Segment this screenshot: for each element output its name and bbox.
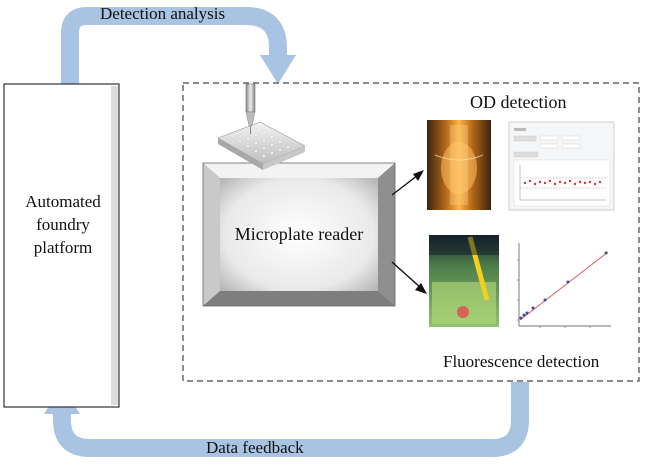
fluorescence-detection-label: Fluorescence detection	[443, 352, 600, 371]
fluorescence-curve-plot	[509, 235, 614, 332]
detection-analysis-arrow	[61, 7, 296, 85]
fluorescence-tube-photo	[429, 235, 499, 327]
od-tube-photo	[427, 120, 491, 210]
detection-region	[182, 82, 640, 382]
platform-label-line-3: platform	[33, 238, 93, 257]
pipette-icon	[245, 83, 256, 134]
od-software-screenshot	[508, 121, 615, 211]
reader-to-fluorescence-arrow	[391, 261, 427, 294]
platform-label-line-1: Automated	[25, 192, 101, 211]
microplate-reader-label: Microplate reader	[234, 224, 364, 244]
od-detection-label: OD detection	[470, 92, 567, 112]
data-feedback-label: Data feedback	[206, 438, 304, 457]
microplate-reader	[202, 162, 396, 307]
reader-to-od-arrow	[391, 170, 424, 196]
platform-box	[3, 83, 120, 408]
detection-analysis-label: Detection analysis	[100, 4, 226, 23]
platform-label-line-2: foundry	[36, 215, 90, 234]
platform-label: Automated foundry platform	[8, 190, 118, 259]
microplate-icon	[217, 121, 306, 170]
